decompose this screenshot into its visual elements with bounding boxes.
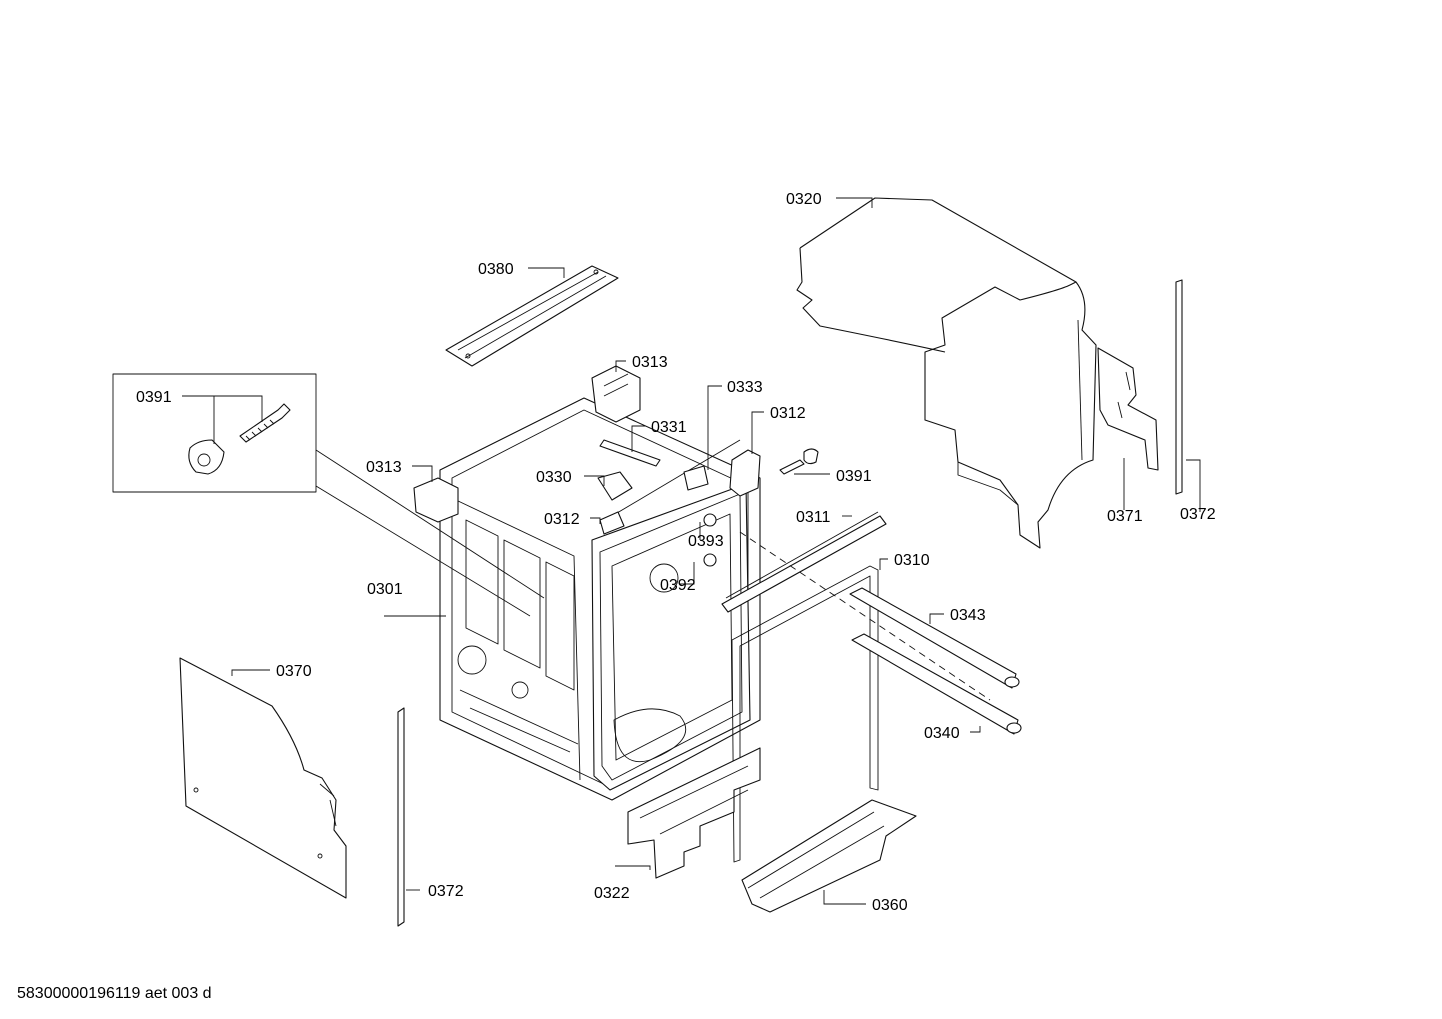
callout-0311: 0311 <box>796 509 831 526</box>
callout-0322: 0322 <box>594 885 630 902</box>
callout-0372-right: 0372 <box>1180 506 1216 523</box>
part-0380-top-plate <box>445 265 619 367</box>
callout-0392: 0392 <box>660 577 696 594</box>
part-0392-0393-rollers <box>703 513 717 567</box>
callout-0313-left: 0313 <box>366 459 402 476</box>
part-0301-tub <box>439 397 761 801</box>
part-0371-side-bracket <box>1097 347 1159 471</box>
callout-0370: 0370 <box>276 663 312 680</box>
part-0343-rail <box>849 587 1020 689</box>
callout-0330: 0330 <box>536 469 572 486</box>
callout-0391-inset: 0391 <box>136 389 172 406</box>
callout-0333: 0333 <box>727 379 763 396</box>
part-0312-right-hinge <box>729 449 761 497</box>
part-0391-right-screw <box>779 448 819 475</box>
document-id: 58300000196119 aet 003 d <box>17 985 212 1002</box>
callout-0340: 0340 <box>924 725 960 742</box>
callout-0331: 0331 <box>651 419 687 436</box>
part-0310-seal <box>731 565 879 863</box>
part-0322-base-cover <box>627 747 761 879</box>
callout-0312-right: 0312 <box>770 405 806 422</box>
part-0360-tray <box>741 799 917 913</box>
callout-0372-left: 0372 <box>428 883 464 900</box>
part-0320-top-cover <box>796 197 1097 549</box>
part-0330-0331-0333-assembly <box>597 439 741 535</box>
callout-0312-mid: 0312 <box>544 511 580 528</box>
callout-labels: 0320 0380 0313 0391 0333 0312 0331 0313 … <box>136 191 1216 914</box>
part-0340-rail <box>851 633 1022 735</box>
part-0372-left-trim <box>397 707 405 927</box>
callout-0310: 0310 <box>894 552 930 569</box>
callout-0391-right: 0391 <box>836 468 872 485</box>
part-0311-upper-rail <box>721 511 887 613</box>
callout-0380: 0380 <box>478 261 514 278</box>
callout-0371: 0371 <box>1107 508 1143 525</box>
inset-box-0391 <box>112 373 317 493</box>
callout-0320: 0320 <box>786 191 822 208</box>
part-0372-right-trim <box>1175 279 1183 495</box>
callout-0343: 0343 <box>950 607 986 624</box>
leader-lines <box>182 197 1201 905</box>
part-0370-side-panel <box>179 657 347 899</box>
part-0313-left-clip <box>413 477 459 523</box>
callout-0313-top: 0313 <box>632 354 668 371</box>
callout-0301: 0301 <box>367 581 403 598</box>
callout-0360: 0360 <box>872 897 908 914</box>
part-0313-top-clip <box>591 365 641 423</box>
callout-0393: 0393 <box>688 533 724 550</box>
